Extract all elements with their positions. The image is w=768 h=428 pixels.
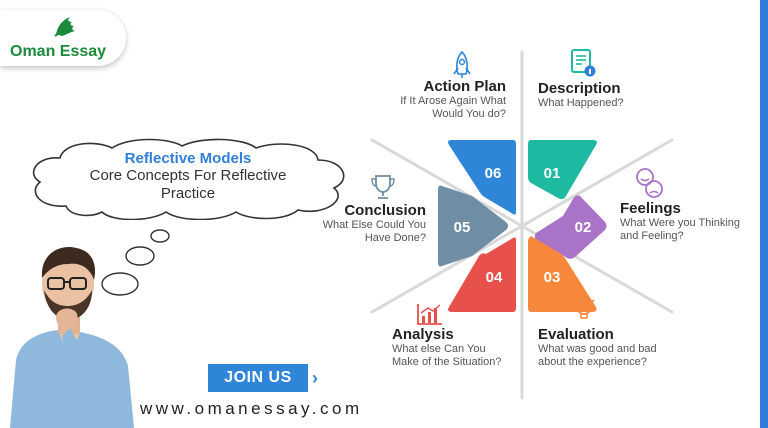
description-title: Description [538, 80, 621, 97]
label-description: Description What Happened? [538, 80, 668, 110]
label-conclusion: Conclusion What Else Could You Have Done… [296, 202, 426, 245]
chart-icon [417, 304, 442, 325]
feelings-line-2: and Feeling? [620, 230, 684, 242]
label-evaluation: Evaluation What was good and bad about t… [538, 326, 678, 369]
rocket-icon [453, 50, 471, 78]
analysis-line-1: What else Can You [392, 343, 486, 355]
label-feelings: Feelings What Were you Thinking and Feel… [620, 200, 760, 243]
right-accent-bar [760, 0, 768, 428]
cloud-title: Reflective Models [124, 150, 252, 167]
cloud-subtitle: Core Concepts For Reflective Practice [89, 167, 287, 202]
join-us-button[interactable]: JOIN US [208, 364, 308, 392]
website-url[interactable]: www.omanessay.com [140, 399, 363, 418]
thought-bubbles-icon [101, 229, 170, 296]
trophy-icon [371, 175, 395, 199]
segment-06[interactable]: 06 [448, 140, 516, 215]
action-plan-title: Action Plan [423, 78, 506, 95]
feelings-title: Feelings [620, 200, 681, 217]
segment-02[interactable]: 02 [534, 195, 607, 259]
lion-logo-icon [54, 17, 75, 37]
segment-02-number: 02 [575, 219, 592, 236]
segment-04[interactable]: 04 [448, 237, 516, 312]
thinking-man-illustration [10, 247, 134, 428]
chevron-right-icon[interactable]: › [312, 368, 318, 388]
document-icon [571, 49, 596, 77]
conclusion-title: Conclusion [344, 202, 426, 219]
divider-lines [370, 50, 674, 400]
segment-05-number: 05 [454, 219, 471, 236]
action-plan-line-2: Would You do? [432, 108, 506, 120]
segment-01-number: 01 [544, 165, 561, 182]
segment-03[interactable]: 03 [528, 236, 597, 312]
description-line-1: What Happened? [538, 97, 624, 109]
segment-01[interactable]: 01 [528, 140, 597, 200]
cloud-shape-icon [33, 138, 345, 220]
lightbulb-icon [572, 296, 596, 319]
evaluation-line-2: about the experience? [538, 356, 647, 368]
segment-04-number: 04 [486, 269, 503, 286]
action-plan-line-1: If It Arose Again What [400, 95, 506, 107]
segment-05[interactable]: 05 [438, 185, 508, 267]
thought-cloud: Reflective Models Core Concepts For Refl… [26, 136, 350, 220]
evaluation-title: Evaluation [538, 326, 614, 343]
feelings-line-1: What Were you Thinking [620, 217, 741, 229]
segment-06-number: 06 [485, 165, 502, 182]
conclusion-line-1: What Else Could You [322, 219, 426, 231]
conclusion-line-2: Have Done? [364, 232, 426, 244]
evaluation-line-1: What was good and bad [538, 343, 657, 355]
label-action-plan: Action Plan If It Arose Again What Would… [376, 78, 506, 121]
brand-name: Oman Essay [10, 43, 107, 60]
label-analysis: Analysis What else Can You Make of the S… [392, 326, 522, 369]
brand-logo[interactable]: Oman Essay [0, 10, 126, 66]
segment-03-number: 03 [544, 269, 561, 286]
analysis-title: Analysis [392, 326, 454, 343]
analysis-line-2: Make of the Situation? [392, 356, 502, 368]
emotion-faces-icon [636, 168, 663, 198]
